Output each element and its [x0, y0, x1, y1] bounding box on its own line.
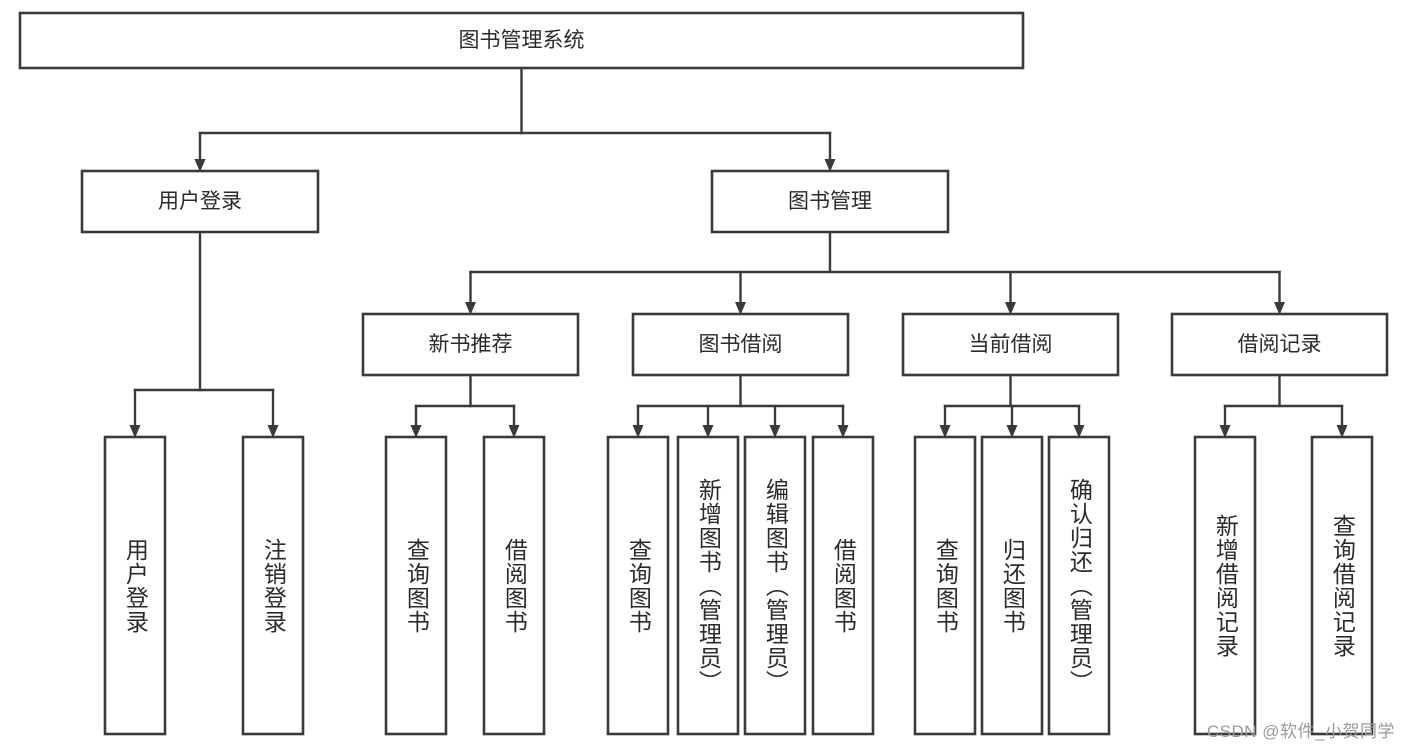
connector-arrowhead — [267, 425, 279, 438]
node-box-leaf-query-book-1[interactable] — [384, 435, 448, 736]
node-box-book-manage[interactable] — [710, 169, 950, 234]
node-box-leaf-logout[interactable] — [241, 435, 305, 736]
leaf-label-leaf-logout: 注销登录 — [260, 537, 287, 634]
node-label: 新书推荐 — [429, 333, 513, 356]
connector-arrowhead — [194, 159, 206, 172]
connector-arrowhead — [702, 425, 714, 438]
connector-arrowhead — [1274, 302, 1285, 315]
connector-arrowhead — [735, 302, 746, 315]
connector-arrowhead — [1005, 302, 1016, 315]
connector-arrowhead — [824, 159, 836, 172]
connector-arrowhead — [1219, 425, 1231, 438]
connectors-layer — [129, 66, 1348, 438]
connector-arrowhead — [632, 425, 644, 438]
node-box-leaf-add-record[interactable] — [1193, 435, 1257, 736]
node-box-leaf-query-book-3[interactable] — [913, 435, 977, 736]
connector-arrowhead — [508, 425, 520, 438]
node-label: 借阅记录 — [1238, 333, 1322, 356]
leaf-label-leaf-add-record: 新增借阅记录 — [1212, 513, 1239, 658]
connector-arrowhead — [129, 425, 141, 438]
connector-arrowhead — [1006, 425, 1018, 438]
connector-arrowhead — [410, 425, 422, 438]
connector-arrowhead — [465, 302, 476, 315]
leaf-label-leaf-borrow-book-1: 借阅图书 — [501, 537, 528, 634]
node-label: 当前借阅 — [969, 333, 1053, 356]
connector-arrowhead — [1336, 425, 1348, 438]
leaf-label-leaf-query-book-1: 查询图书 — [403, 537, 430, 634]
node-box-leaf-borrow-book-2[interactable] — [811, 435, 875, 736]
node-box-leaf-query-record[interactable] — [1310, 435, 1374, 736]
node-label: 图书管理系统 — [459, 29, 585, 52]
node-box-leaf-edit-book[interactable] — [743, 435, 807, 736]
node-box-new-book-rec[interactable] — [361, 312, 580, 377]
leaf-label-leaf-add-book: 新增图书（管理员） — [695, 477, 722, 694]
node-box-borrow-record[interactable] — [1170, 312, 1389, 377]
node-box-root[interactable] — [18, 11, 1025, 70]
leaf-label-leaf-edit-book: 编辑图书（管理员） — [762, 477, 789, 694]
node-box-book-borrow[interactable] — [631, 312, 850, 377]
node-label: 用户登录 — [158, 190, 242, 213]
connector-arrowhead — [939, 425, 951, 438]
leaf-label-leaf-return-book: 归还图书 — [999, 537, 1026, 634]
boxes-layer — [18, 11, 1389, 736]
node-label: 图书借阅 — [699, 333, 783, 356]
node-label: 图书管理 — [788, 190, 872, 213]
leaf-label-leaf-borrow-book-2: 借阅图书 — [830, 537, 857, 634]
leaf-label-leaf-query-book-3: 查询图书 — [932, 537, 959, 634]
connector-arrowhead — [1073, 425, 1085, 438]
connector-arrowhead — [769, 425, 781, 438]
node-box-leaf-borrow-book-1[interactable] — [482, 435, 546, 736]
node-box-leaf-confirm-return[interactable] — [1047, 435, 1111, 736]
node-box-user-login[interactable] — [80, 169, 320, 234]
leaf-label-leaf-user-login: 用户登录 — [122, 537, 149, 634]
node-box-leaf-add-book[interactable] — [676, 435, 740, 736]
leaf-label-leaf-query-book-2: 查询图书 — [625, 537, 652, 634]
leaf-label-leaf-query-record: 查询借阅记录 — [1329, 513, 1356, 658]
node-box-leaf-return-book[interactable] — [980, 435, 1044, 736]
leaf-label-leaf-confirm-return: 确认归还（管理员） — [1066, 477, 1093, 694]
node-box-leaf-user-login[interactable] — [103, 435, 167, 736]
connector-arrowhead — [837, 425, 849, 438]
node-box-current-borrow[interactable] — [901, 312, 1120, 377]
node-box-leaf-query-book-2[interactable] — [606, 435, 670, 736]
